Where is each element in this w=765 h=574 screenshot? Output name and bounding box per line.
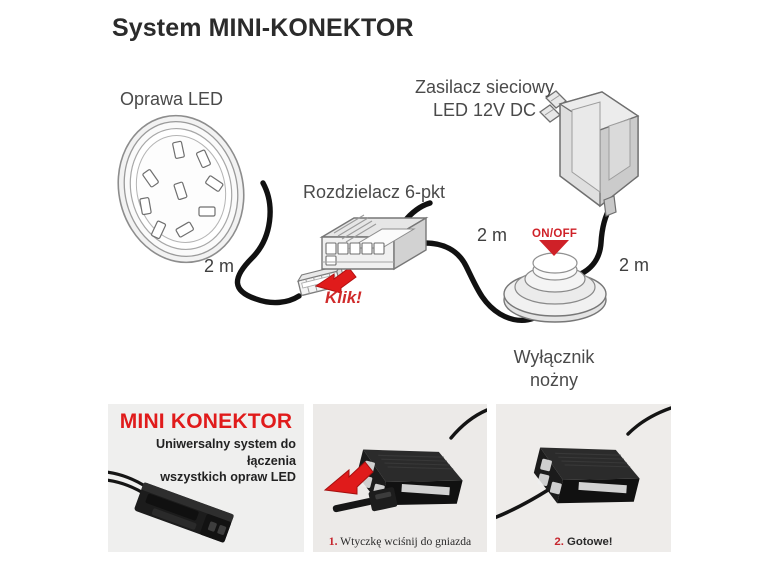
label-foot-switch-line1: Wyłącznik — [513, 347, 595, 367]
foot-switch-icon — [503, 252, 607, 323]
label-power-supply: Zasilacz sieciowy LED 12V DC — [415, 76, 554, 122]
label-led-fixture: Oprawa LED — [120, 89, 224, 109]
splitter-connected-photo — [496, 406, 671, 520]
red-arrow-icon — [323, 461, 374, 495]
cable-splitter-to-switch — [422, 240, 537, 324]
photo-caption-step-2: 2. Gotowe! — [496, 536, 671, 548]
wall-plug-power-supply-icon — [538, 90, 640, 217]
splitter-with-plug-insertion-photo — [323, 408, 487, 513]
mini-konektor-subheading-line2: wszystkich opraw LED — [160, 470, 296, 485]
system-diagram — [117, 90, 640, 324]
photo-caption-step-1-number: 1. — [328, 535, 338, 548]
red-triangle-arrow-icon — [539, 240, 569, 256]
photo-caption-step-2-text: Gotowe! — [563, 536, 613, 548]
label-power-supply-line2: LED 12V DC — [433, 100, 537, 121]
cable-length-fixture-to-splitter: 2 m — [204, 256, 235, 276]
annotation-click: Klik! — [325, 288, 362, 307]
photo-caption-step-2-number: 2. — [554, 536, 564, 548]
photo-caption-step-1: 1. Wtyczkę wciśnij do gniazda — [313, 535, 487, 548]
cable-length-switch-to-psu: 2 m — [619, 255, 650, 275]
label-foot-switch: Wyłącznik nożny — [508, 346, 600, 392]
photo-panel-step-2: 2. Gotowe! — [496, 404, 671, 552]
page-title-part2: MINI-KONEKTOR — [208, 14, 414, 42]
bottom-photo-strip: MINI KONEKTOR Uniwersalny system do łącz… — [108, 404, 671, 552]
photo-caption-step-1-text: Wtyczkę wciśnij do gniazda — [337, 535, 472, 548]
label-foot-switch-line2: nożny — [529, 370, 579, 391]
cable-fixture-to-plug — [234, 180, 302, 306]
black-mini-connector-plug-photo — [108, 470, 234, 543]
annotation-on-off: ON/OFF — [532, 228, 578, 240]
label-splitter: Rozdzielacz 6-pkt — [303, 182, 446, 202]
page-title-part1: System — [112, 14, 209, 42]
photo-panel-step-1: 1. Wtyczkę wciśnij do gniazda — [313, 404, 487, 552]
red-arrow-icon — [314, 267, 357, 294]
led-round-fixture-icon — [117, 114, 245, 264]
label-power-supply-line1: Zasilacz sieciowy — [415, 77, 555, 97]
photo-panel-mini-konektor: MINI KONEKTOR Uniwersalny system do łącz… — [108, 404, 304, 552]
six-port-splitter-icon — [319, 214, 429, 271]
mini-konektor-subheading-line1: Uniwersalny system do łączenia — [156, 437, 296, 468]
mini-konektor-subheading: Uniwersalny system do łączenia wszystkic… — [108, 436, 300, 486]
cable-length-splitter-to-switch: 2 m — [477, 225, 508, 245]
page-title: System MINI-KONEKTOR — [112, 14, 414, 43]
mini-konektor-heading: MINI KONEKTOR — [119, 410, 293, 433]
